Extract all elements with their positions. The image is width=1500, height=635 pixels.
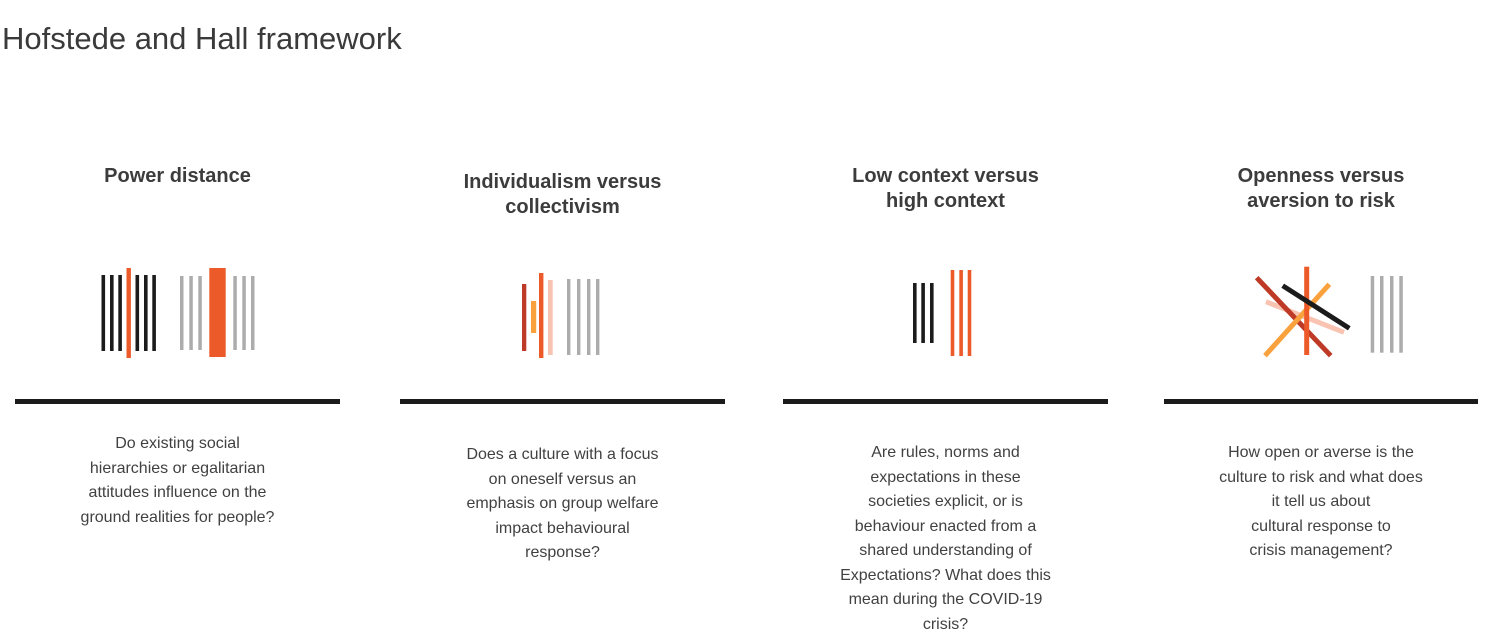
divider-line xyxy=(15,399,340,404)
gray-bar xyxy=(1390,276,1394,353)
orange-wide-bar xyxy=(209,268,226,357)
column-low-high-context: Low context versus high context Are rule… xyxy=(783,0,1108,635)
column-description: How open or averse is the culture to ris… xyxy=(1219,444,1423,559)
column-description: Are rules, norms and expectations in the… xyxy=(840,444,1051,633)
gray-bar xyxy=(189,276,193,350)
black-bar xyxy=(930,283,934,343)
column-openness-risk: Openness versus aversion to risk How ope… xyxy=(1164,0,1478,635)
divider-line xyxy=(400,399,725,404)
black-bar xyxy=(118,275,122,351)
black-bar xyxy=(913,283,917,343)
column-heading: Openness versus aversion to risk xyxy=(1237,165,1405,212)
power-distance-illustration xyxy=(101,268,255,358)
column-heading: Power distance xyxy=(104,165,251,187)
black-bar xyxy=(144,275,148,351)
gray-bar xyxy=(251,276,255,350)
column-individualism-collectivism: Individualism versus collectivism Does a… xyxy=(400,0,725,635)
gray-bar xyxy=(1380,276,1384,353)
risk-illustration xyxy=(1254,266,1403,358)
column-description: Do existing social hierarchies or egalit… xyxy=(80,435,275,526)
gray-bar xyxy=(1370,276,1375,353)
orange-thin-bar xyxy=(126,268,131,358)
gray-bar xyxy=(587,279,591,355)
dark-red-diagonal-line xyxy=(1254,275,1333,358)
page-title: Hofstede and Hall framework xyxy=(2,20,402,56)
gray-bar xyxy=(577,279,581,355)
column-heading: Low context versus high context xyxy=(852,165,1039,212)
column-heading: Individualism versus collectivism xyxy=(463,171,662,218)
orange-vertical-bar xyxy=(1304,266,1310,355)
divider-line xyxy=(1164,399,1478,404)
divider-line xyxy=(783,399,1108,404)
amber-bar xyxy=(531,301,537,333)
column-power-distance: Power distance Do existing social hierar… xyxy=(15,0,340,635)
black-bar xyxy=(921,283,925,343)
orange-bar xyxy=(950,270,955,356)
pink-bar xyxy=(548,280,553,355)
gray-bar xyxy=(198,276,202,350)
gray-bar xyxy=(233,276,237,350)
column-description: Does a culture with a focus on oneself v… xyxy=(466,446,659,561)
gray-bar xyxy=(596,279,600,355)
black-bar xyxy=(152,275,156,351)
context-illustration xyxy=(913,270,972,356)
gray-bar xyxy=(242,276,246,350)
black-diagonal-line xyxy=(1281,283,1351,331)
dark-red-bar xyxy=(522,284,527,351)
amber-diagonal-line xyxy=(1263,282,1332,358)
black-bar xyxy=(110,275,114,351)
gray-bar xyxy=(180,276,184,350)
gray-bar xyxy=(1399,276,1403,353)
gray-bar xyxy=(567,279,571,355)
black-bar xyxy=(135,275,140,351)
orange-bar xyxy=(539,273,544,358)
individualism-illustration xyxy=(522,273,600,358)
orange-bar xyxy=(959,270,963,356)
orange-bar xyxy=(967,270,972,356)
black-bar xyxy=(101,275,106,351)
